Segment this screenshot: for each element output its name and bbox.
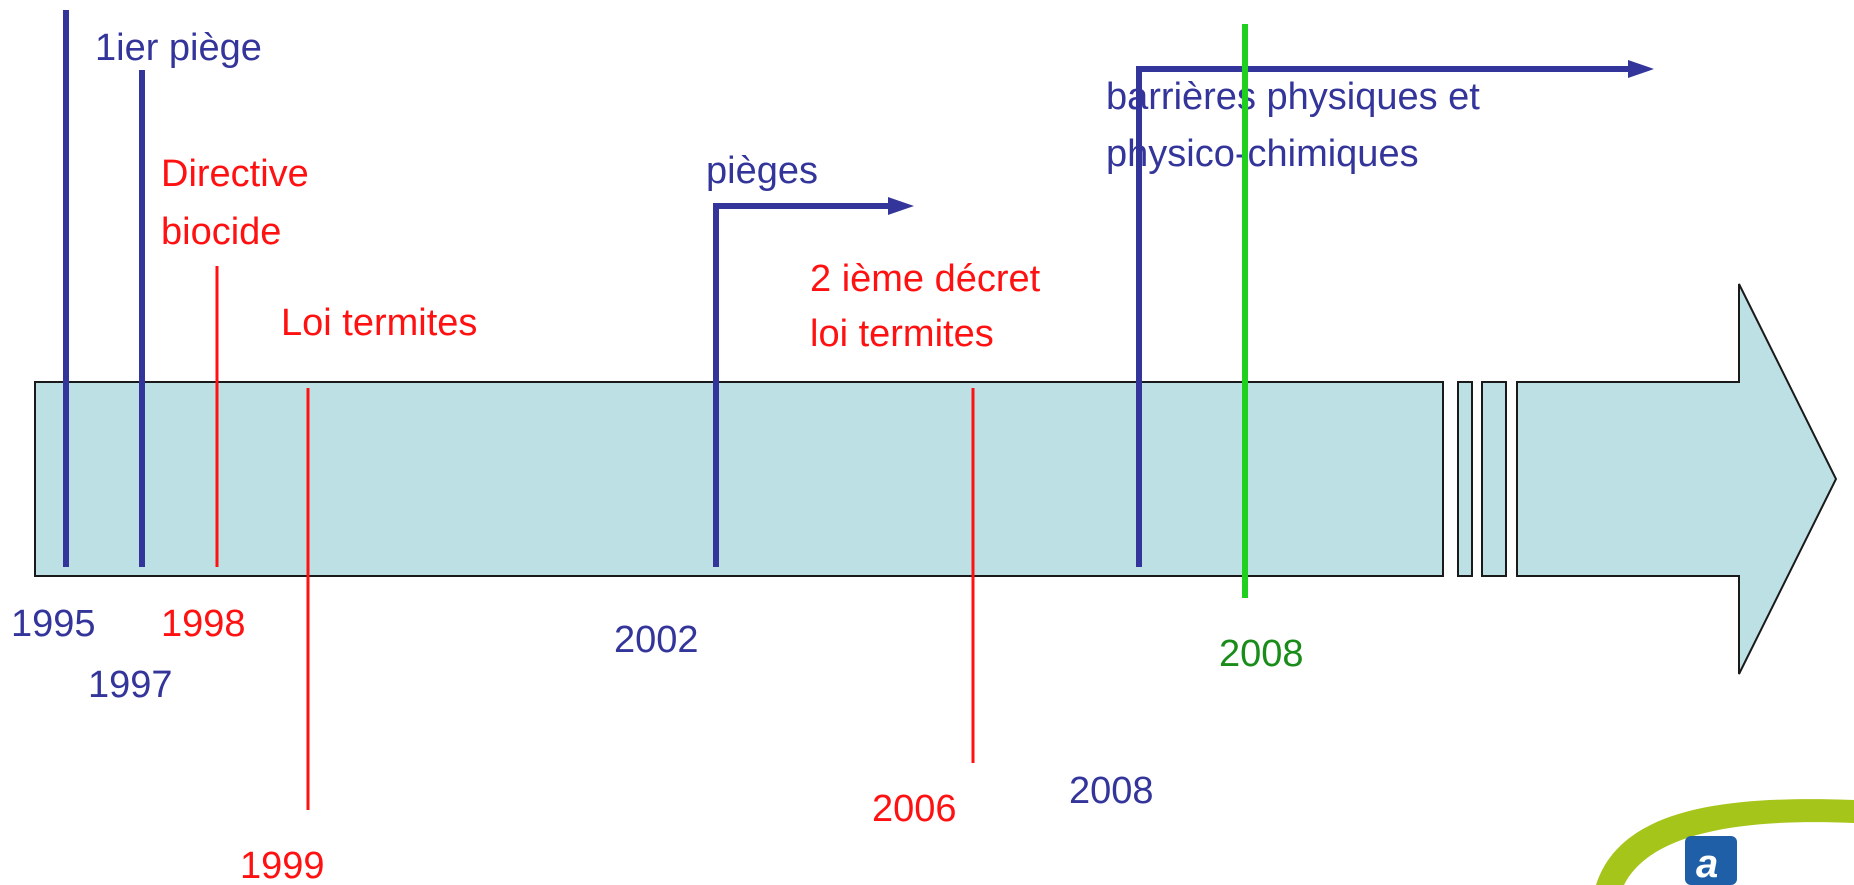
label-pieges: pièges: [706, 150, 818, 192]
logo-badge: [1685, 836, 1737, 885]
year-1995: 1995: [11, 603, 96, 645]
label-barrieres-line-2: physico-chimiques: [1106, 133, 1419, 175]
label-decret-line-2: loi termites: [810, 313, 994, 355]
label-barrieres-line-1: barrières physiques et: [1106, 76, 1480, 118]
marker-2002: [713, 197, 914, 567]
timeline-arrow-head: [1516, 283, 1838, 675]
label-directive-line-2: biocide: [161, 211, 281, 253]
label-barrieres: barrières physiques et physico-chimiques: [1106, 76, 1490, 175]
timeline-break-segment: [1457, 381, 1473, 577]
label-loi-termites: Loi termites: [281, 302, 477, 344]
logo: a: [1596, 799, 1854, 885]
timeline-break-segment: [1481, 381, 1507, 577]
marker-2008-blue: [1136, 60, 1654, 567]
label-2ieme-decret: 2 ième décret loi termites: [810, 258, 1051, 355]
timeline-band: [34, 283, 1838, 675]
label-decret-line-1: 2 ième décret: [810, 258, 1041, 300]
timeline-main-bar: [34, 381, 1444, 577]
arrow-right-icon: [1628, 60, 1654, 78]
logo-arc: [1596, 799, 1854, 885]
year-2008-green: 2008: [1219, 633, 1304, 675]
year-1999: 1999: [240, 845, 325, 885]
year-2006: 2006: [872, 788, 957, 830]
year-1998: 1998: [161, 603, 246, 645]
marker-2002-line: [713, 203, 890, 567]
label-directive-line-1: Directive: [161, 153, 309, 195]
logo-letter: a: [1696, 842, 1718, 885]
year-1997: 1997: [88, 664, 173, 706]
year-2008-blue: 2008: [1069, 770, 1154, 812]
marker-2008-blue-line: [1136, 66, 1630, 567]
label-1ier-piege: 1ier piège: [95, 27, 262, 69]
year-2002: 2002: [614, 619, 699, 661]
arrow-right-icon: [888, 197, 914, 215]
label-directive-biocide: Directive biocide: [161, 153, 319, 253]
